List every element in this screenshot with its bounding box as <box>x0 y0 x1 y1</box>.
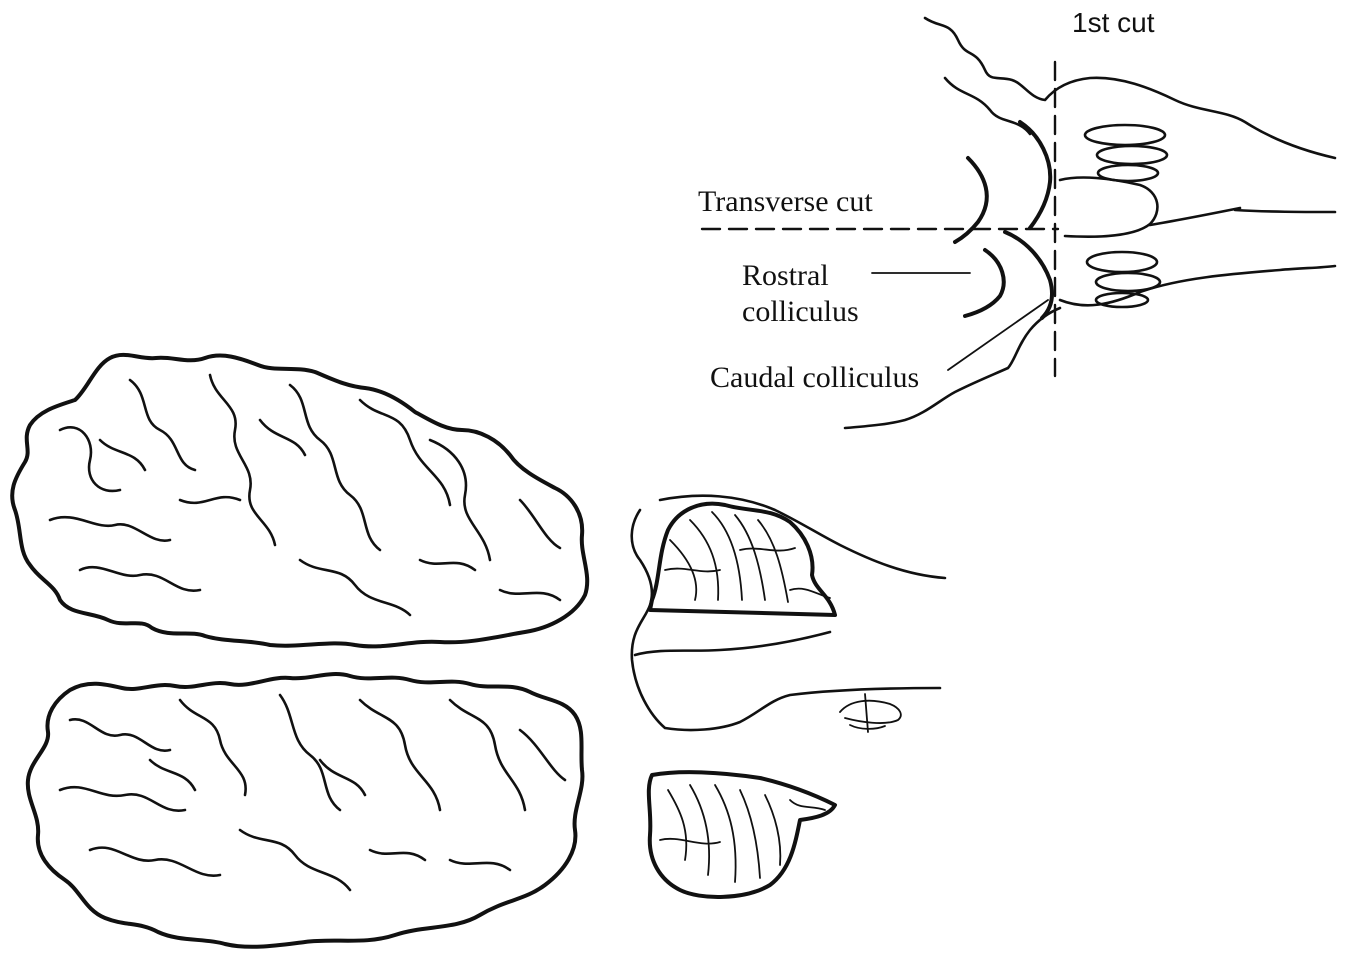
cerebellum-lower-section <box>649 772 835 897</box>
caudal-colliculus-curve <box>965 250 1004 316</box>
cerebral-hemisphere-upper <box>12 355 587 647</box>
first-cut-label: 1st cut <box>1072 7 1155 38</box>
caudal-colliculus-label: Caudal colliculus <box>710 361 919 394</box>
section-outline-upper <box>632 510 940 730</box>
brainstem-upper-outline <box>925 18 1335 158</box>
rostral-colliculus-label-line2: colliculus <box>742 295 859 328</box>
cerebral-hemisphere-lower <box>28 674 583 947</box>
caudal-leader <box>948 300 1048 370</box>
transverse-cut-label: Transverse cut <box>698 185 873 218</box>
cut-brainstem-section <box>632 496 945 897</box>
illustrator-signature-mark <box>840 694 901 732</box>
rostral-colliculus-label-line1: Rostral <box>742 259 829 292</box>
cerebellar-hemisphere-upper <box>1060 178 1157 237</box>
